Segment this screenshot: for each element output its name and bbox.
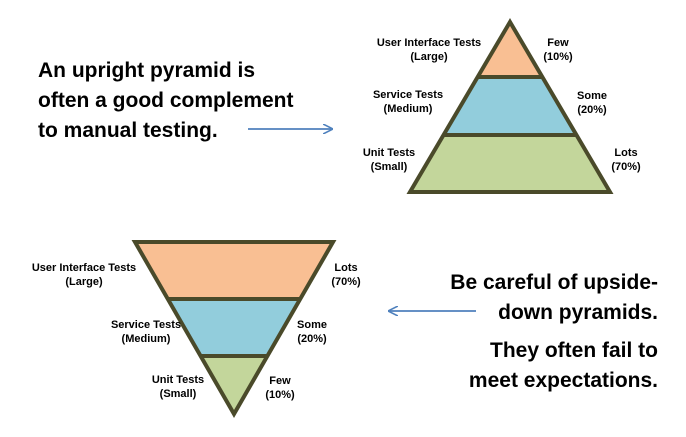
tier-name: User Interface Tests [31, 262, 137, 274]
tier-percent: (70%) [331, 276, 361, 288]
inverted-unit-amount: Few (10%) [260, 374, 300, 402]
inverted-service-amount: Some (20%) [292, 318, 332, 346]
inverted-unit-label: Unit Tests (Small) [144, 373, 212, 401]
tier-amount: Lots [334, 262, 358, 274]
tier-amount: Some [297, 319, 327, 331]
tier-percent: (20%) [297, 333, 327, 345]
tier-size: (Small) [370, 161, 408, 173]
inverted-tier-ui [135, 242, 333, 299]
inverted-caption-2: They often fail to meet expectations. [450, 336, 658, 396]
tier-name: Unit Tests [362, 147, 416, 159]
upright-tier-ui [478, 22, 542, 77]
inverted-caption-line: meet expectations. [468, 369, 658, 392]
tier-size: (Large) [410, 51, 448, 63]
tier-amount: Few [547, 37, 569, 49]
tier-percent: (10%) [543, 51, 573, 63]
tier-size: (Large) [65, 276, 103, 288]
upright-tier-unit [410, 135, 610, 192]
upright-caption: An upright pyramid is often a good compl… [38, 56, 294, 146]
tier-size: (Small) [159, 388, 197, 400]
tier-size: (Medium) [383, 103, 433, 115]
inverted-caption-line: down pyramids. [498, 301, 658, 324]
inverted-tier-service [167, 299, 301, 356]
inverted-service-label: Service Tests (Medium) [106, 318, 186, 346]
inverted-pyramid [131, 240, 337, 419]
inverted-caption-line: They often fail to [490, 339, 658, 362]
tier-size: (Medium) [121, 333, 171, 345]
tier-amount: Lots [614, 147, 638, 159]
upright-caption-line: often a good complement [38, 89, 294, 112]
inverted-pyramid-outline [131, 240, 337, 419]
upright-service-label: Service Tests (Medium) [368, 88, 448, 116]
upright-ui-label: User Interface Tests (Large) [372, 36, 486, 64]
tier-percent: (20%) [577, 104, 607, 116]
tier-name: Service Tests [372, 89, 444, 101]
inverted-ui-label: User Interface Tests (Large) [27, 261, 141, 289]
tier-percent: (70%) [611, 161, 641, 173]
tier-amount: Few [269, 375, 291, 387]
tier-amount: Some [577, 90, 607, 102]
upright-caption-line: to manual testing. [38, 119, 218, 142]
tier-name: Service Tests [110, 319, 182, 331]
upright-unit-label: Unit Tests (Small) [355, 146, 423, 174]
upright-tier-service [444, 77, 576, 135]
upright-pyramid [406, 18, 614, 194]
upright-caption-line: An upright pyramid is [38, 59, 256, 82]
inverted-ui-amount: Lots (70%) [326, 261, 366, 289]
inverted-caption-line: Be careful of upside- [450, 271, 658, 294]
tier-percent: (10%) [265, 389, 295, 401]
upright-pyramid-outline [406, 18, 614, 194]
tier-name: Unit Tests [151, 374, 205, 386]
upright-ui-amount: Few (10%) [538, 36, 578, 64]
upright-service-amount: Some (20%) [572, 89, 612, 117]
upright-unit-amount: Lots (70%) [606, 146, 646, 174]
tier-name: User Interface Tests [376, 37, 482, 49]
inverted-caption: Be careful of upside- down pyramids. [450, 268, 658, 328]
inverted-tier-unit [200, 356, 268, 414]
